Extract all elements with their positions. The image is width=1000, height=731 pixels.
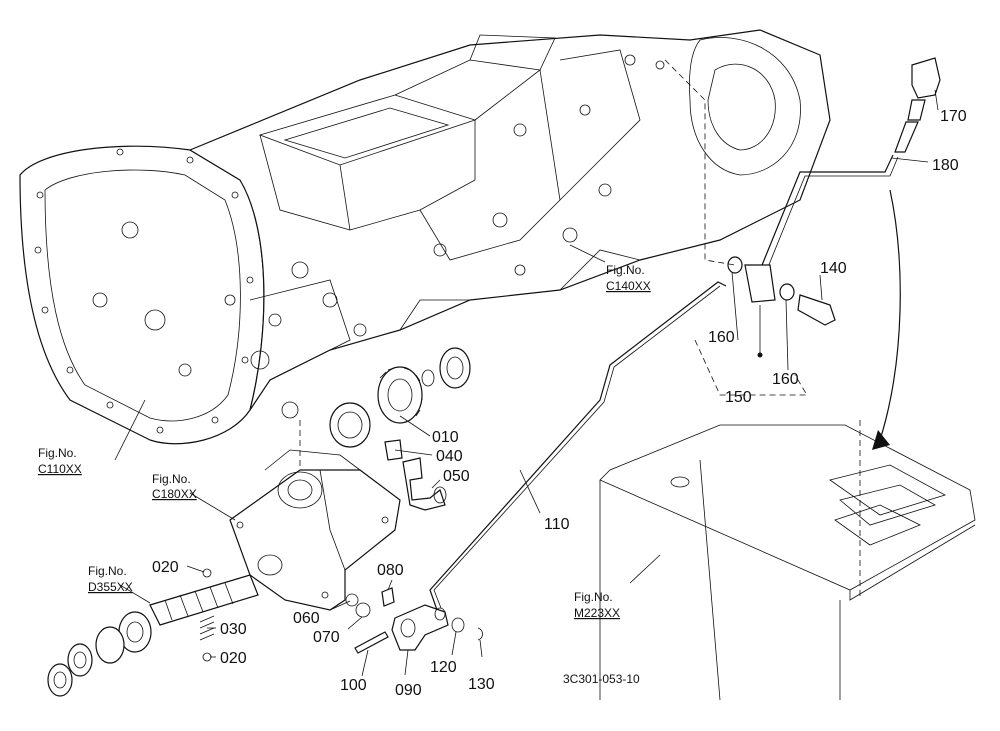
part-label: 050 — [443, 468, 470, 485]
arrow-head-icon — [872, 430, 890, 450]
part-label: 120 — [430, 659, 457, 676]
part-label: 040 — [436, 448, 463, 465]
shift-lever — [727, 57, 941, 358]
transmission-housing — [19, 29, 831, 445]
fig-ref-c140-code: C140XX — [606, 279, 651, 293]
fig-ref-c110-title: Fig.No. — [38, 446, 77, 460]
shift-arm — [345, 587, 483, 654]
fig-ref-c180-title: Fig.No. — [152, 472, 191, 486]
shifter-bracket — [384, 439, 447, 511]
part-label: 160 — [708, 329, 735, 346]
part-label: 020 — [152, 559, 179, 576]
shift-rod — [429, 281, 727, 611]
part-label: 160 — [772, 371, 799, 388]
assembly-arrow — [879, 189, 901, 441]
rear-cover-housing — [229, 449, 401, 611]
part-label: 170 — [940, 108, 967, 125]
leader-lines — [114, 89, 939, 677]
part-numbers: 170 180 140 160 160 150 010 040 050 110 … — [152, 108, 967, 699]
part-label: 090 — [395, 682, 422, 699]
guide-lines — [299, 59, 861, 600]
part-label: 110 — [544, 516, 570, 533]
part-label: 010 — [432, 429, 459, 446]
fig-ref-c140-title: Fig.No. — [606, 263, 645, 277]
part-label: 080 — [377, 562, 404, 579]
figure-references: Fig.No. C140XX Fig.No. C110XX Fig.No. C1… — [38, 263, 651, 620]
fig-ref-d355-code: D355XX — [88, 580, 133, 594]
part-label: 020 — [220, 650, 247, 667]
part-label: 030 — [220, 621, 247, 638]
part-label: 180 — [932, 157, 959, 174]
shaft-assembly — [47, 568, 259, 697]
fig-ref-c180-code: C180XX — [152, 487, 197, 501]
part-label: 070 — [313, 629, 340, 646]
part-label: 140 — [820, 260, 847, 277]
fig-ref-m223-code: M223XX — [574, 606, 620, 620]
fig-ref-m223-title: Fig.No. — [574, 590, 613, 604]
gear-assembly — [329, 347, 471, 448]
drawing-code: 3C301-053-10 — [563, 672, 640, 686]
part-label: 150 — [725, 389, 752, 406]
floor-plate — [599, 424, 976, 701]
fig-ref-d355-title: Fig.No. — [88, 564, 127, 578]
part-label: 130 — [468, 676, 495, 693]
part-label: 100 — [340, 677, 367, 694]
part-label: 060 — [293, 610, 320, 627]
fig-ref-c110-code: C110XX — [38, 462, 82, 476]
